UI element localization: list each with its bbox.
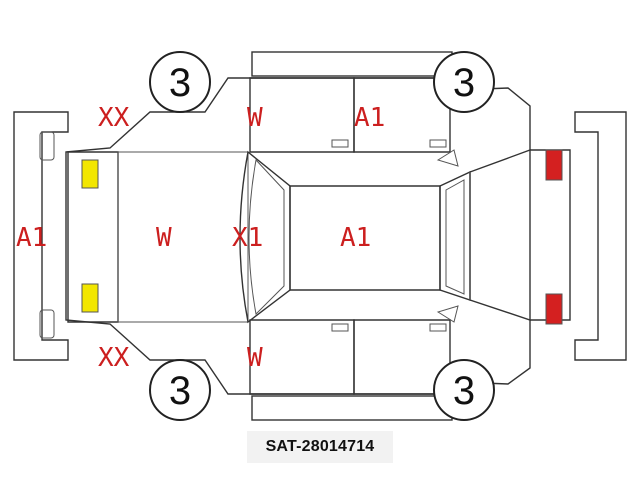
windshield: [439, 170, 471, 301]
wheel-front-top: 3: [433, 51, 495, 113]
bottom-mirror: [436, 305, 459, 323]
mark-front-door-top: A1: [354, 103, 385, 133]
front-bumper: [574, 111, 627, 361]
mark-roof: A1: [340, 223, 371, 253]
wheel-front-bottom-label: 3: [453, 369, 475, 413]
car-body-outline: [65, 77, 571, 395]
wheel-rear-top: 3: [149, 51, 211, 113]
wheel-front-bottom: 3: [433, 359, 495, 421]
top-side-skirt: [251, 51, 453, 77]
rear-light-bottom: [81, 283, 99, 313]
top-rear-door: [249, 77, 355, 153]
top-rear-door-handle: [331, 139, 349, 148]
mark-trunk: W: [156, 223, 172, 253]
mark-rear-left-corner-bottom: XX: [98, 343, 130, 373]
rear-window: [239, 150, 291, 324]
mark-left-bumper: A1: [16, 223, 47, 253]
top-mirror: [436, 149, 459, 167]
front-light-top: [545, 149, 563, 181]
windshield-inner: [445, 179, 465, 295]
rear-bumper: [13, 111, 69, 361]
bottom-side-skirt: [251, 395, 453, 421]
hood: [469, 148, 531, 321]
wheel-front-top-label: 3: [453, 61, 475, 105]
mark-rear-door-bottom: W: [247, 343, 263, 373]
front-light-bottom: [545, 293, 563, 325]
serial-number: SAT-28014714: [265, 438, 375, 455]
wheel-rear-top-label: 3: [169, 61, 191, 105]
rear-bumper-bracket-top: [39, 131, 55, 161]
rear-window-inner: [248, 158, 285, 316]
wheel-rear-bottom: 3: [149, 359, 211, 421]
wheel-rear-bottom-label: 3: [169, 369, 191, 413]
mark-rear-left-corner-top: XX: [98, 103, 130, 133]
mark-rear-roof-pillar: X1: [232, 223, 263, 253]
serial-label-box: SAT-28014714: [247, 431, 393, 463]
mark-rear-door-top: W: [247, 103, 263, 133]
rear-bumper-bracket-bottom: [39, 309, 55, 339]
rear-light-top: [81, 159, 99, 189]
trunk-lid-inner: [117, 151, 249, 323]
bottom-rear-door-handle: [331, 323, 349, 332]
top-front-door-handle: [429, 139, 447, 148]
bottom-front-door-handle: [429, 323, 447, 332]
